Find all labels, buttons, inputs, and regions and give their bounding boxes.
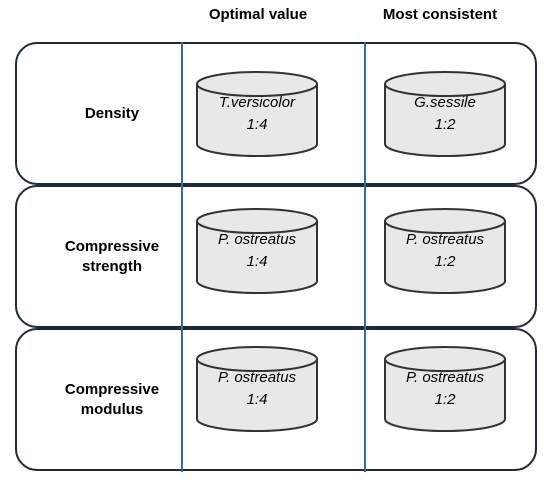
header-optimal-value: Optimal value [208,6,308,23]
header-most-consistent: Most consistent [382,6,498,23]
row-label-density: Density [37,44,187,183]
cylinder-strength-consistent: P. ostreatus 1:2 [383,207,507,297]
row-label-line: Compressive [64,380,160,398]
row-label-line: strength [82,257,142,275]
row-label-line: Density [84,104,140,122]
cylinder-modulus-optimal: P. ostreatus 1:4 [195,345,319,435]
ratio-label: 1:4 [246,116,268,133]
column-divider-right [364,42,366,472]
ratio-label: 1:2 [434,253,456,270]
species-label: G.sessile [414,94,476,111]
row-label-compressive-strength: Compressive strength [37,187,187,326]
cylinder-density-optimal: T.versicolor 1:4 [195,70,319,160]
row-label-line: modulus [80,400,144,418]
column-divider-left [181,42,183,472]
ratio-label: 1:2 [434,391,456,408]
species-label: P. ostreatus [217,369,297,386]
species-label: P. ostreatus [217,231,297,248]
species-label: P. ostreatus [405,231,485,248]
ratio-label: 1:2 [434,116,456,133]
species-label: P. ostreatus [405,369,485,386]
species-label: T.versicolor [218,94,296,111]
cylinder-strength-optimal: P. ostreatus 1:4 [195,207,319,297]
ratio-label: 1:4 [246,253,268,270]
cylinder-density-consistent: G.sessile 1:2 [383,70,507,160]
row-label-compressive-modulus: Compressive modulus [37,330,187,469]
row-label-line: Compressive [64,237,160,255]
cylinder-modulus-consistent: P. ostreatus 1:2 [383,345,507,435]
ratio-label: 1:4 [246,391,268,408]
